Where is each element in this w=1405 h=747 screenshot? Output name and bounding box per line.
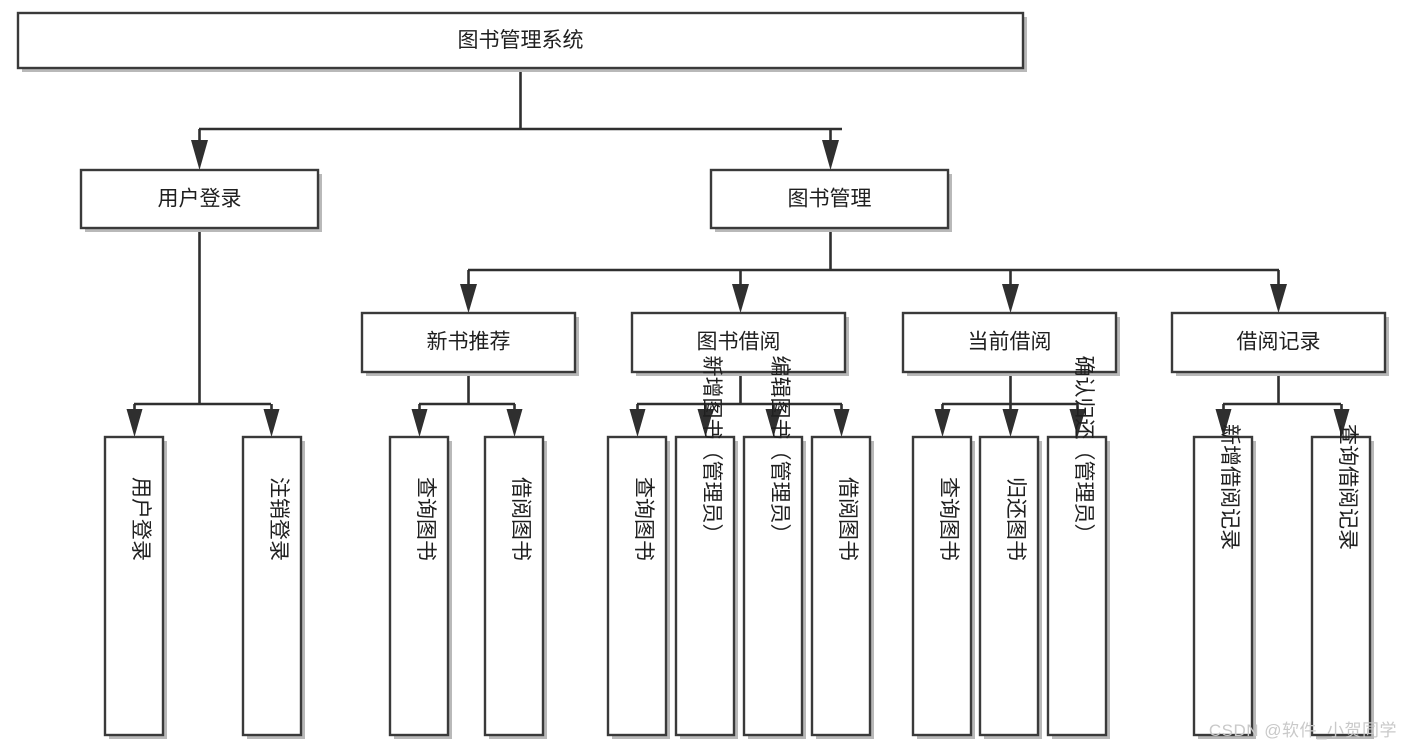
node-leaf-login-2-label: 注销登录 [267,477,290,561]
node-leaf-newbook-2-box [483,435,545,737]
node-leaf-borrow-2-label: 新增图书（管理员） [700,356,723,545]
node-leaf-current-3[interactable]: 确认归还（管理员） [1046,356,1110,740]
node-leaf-records-1-box [1192,435,1254,737]
node-leaf-borrow-2-box [674,435,736,737]
node-current-label: 当前借阅 [968,331,1052,354]
node-leaf-newbook-2-label: 借阅图书 [509,477,532,561]
node-bookmgmt-label: 图书管理 [788,188,872,211]
node-leaf-records-2-label: 查询借阅记录 [1336,424,1359,550]
arrowhead-leaf-newbook-2 [506,409,523,437]
arrowhead-leaf-current-3 [1069,409,1086,437]
arrowhead-current [1002,284,1019,313]
node-leaf-borrow-4-label: 借阅图书 [836,477,859,561]
node-leaf-borrow-4-box [810,435,872,737]
node-leaf-borrow-1[interactable]: 查询图书 [606,435,670,739]
node-leaf-records-2[interactable]: 查询借阅记录 [1310,424,1374,739]
node-leaf-records-1[interactable]: 新增借阅记录 [1192,424,1256,739]
node-leaf-borrow-2[interactable]: 新增图书（管理员） [674,356,738,740]
csdn-watermark: CSDN @软件_小贺同学 [1208,721,1397,740]
arrowhead-records [1270,284,1287,313]
node-leaf-login-1-label: 用户登录 [129,477,152,561]
node-leaf-current-3-label: 确认归还（管理员） [1072,356,1095,545]
node-current[interactable]: 当前借阅 [901,311,1120,376]
arrowhead-leaf-records-2 [1333,409,1350,437]
node-login-label: 用户登录 [158,188,242,211]
arrowhead-leaf-newbook-1 [411,409,428,437]
node-borrow-label: 图书借阅 [697,331,781,354]
arrowhead-leaf-login-1 [126,409,143,437]
node-leaf-current-3-box [1046,435,1108,737]
node-root-box [16,11,1025,70]
node-leaf-login-2-box [241,435,303,737]
node-current-box [901,311,1118,374]
arrowhead-leaf-borrow-4 [833,409,850,437]
node-root[interactable]: 图书管理系统 [16,11,1027,72]
node-bookmgmt-box [709,168,950,230]
node-root-label: 图书管理系统 [458,29,584,52]
arrowhead-leaf-login-2 [263,409,280,437]
arrowhead-newbook [460,284,477,313]
node-login-box [79,168,320,230]
connector-group-login [126,232,280,437]
node-leaf-borrow-1-label: 查询图书 [632,477,655,561]
node-records-box [1170,311,1387,374]
arrowhead-login [191,140,208,170]
node-leaf-login-1-box [103,435,165,737]
node-leaf-current-1[interactable]: 查询图书 [911,435,975,739]
node-leaf-borrow-3-box [742,435,804,737]
arrowhead-leaf-records-1 [1215,409,1232,437]
node-leaf-records-1-label: 新增借阅记录 [1218,424,1241,550]
connector-group-newbook [411,376,523,437]
node-login[interactable]: 用户登录 [79,168,322,232]
node-newbook[interactable]: 新书推荐 [360,311,579,376]
node-leaf-borrow-3[interactable]: 编辑图书（管理员） [742,356,806,740]
arrowhead-leaf-borrow-1 [629,409,646,437]
node-leaf-current-2[interactable]: 归还图书 [978,435,1042,739]
node-borrow-box [630,311,847,374]
node-leaf-newbook-1[interactable]: 查询图书 [388,435,452,739]
node-leaf-borrow-3-label: 编辑图书（管理员） [768,356,791,545]
node-leaf-current-1-label: 查询图书 [937,477,960,561]
node-leaf-borrow-1-box [606,435,668,737]
node-leaf-newbook-1-label: 查询图书 [414,477,437,561]
node-records[interactable]: 借阅记录 [1170,311,1389,376]
node-newbook-box [360,311,577,374]
node-newbook-label: 新书推荐 [427,331,511,354]
node-bookmgmt[interactable]: 图书管理 [709,168,952,232]
arrowhead-leaf-current-2 [1002,409,1019,437]
node-leaf-borrow-4[interactable]: 借阅图书 [810,435,874,739]
node-leaf-records-2-box [1310,435,1372,737]
connector-group-records [1215,376,1350,437]
node-leaf-current-2-box [978,435,1040,737]
node-leaf-login-1[interactable]: 用户登录 [103,435,167,739]
node-leaf-current-2-label: 归还图书 [1004,477,1027,561]
node-leaf-current-1-box [911,435,973,737]
node-leaf-newbook-2[interactable]: 借阅图书 [483,435,547,739]
connector-group-root [191,68,842,170]
node-leaf-newbook-1-box [388,435,450,737]
connector-group-borrow [629,376,850,437]
arrowhead-bookmgmt [822,140,839,170]
arrowhead-leaf-current-1 [934,409,951,437]
arrowhead-leaf-borrow-3 [765,409,782,437]
arrowhead-borrow [732,284,749,313]
node-leaf-login-2[interactable]: 注销登录 [241,435,305,739]
connector-group-current [934,376,1086,437]
connector-group-bookmgmt [460,232,1287,313]
node-records-label: 借阅记录 [1237,331,1321,354]
node-borrow[interactable]: 图书借阅 [630,311,849,376]
arrowhead-leaf-borrow-2 [697,409,714,437]
